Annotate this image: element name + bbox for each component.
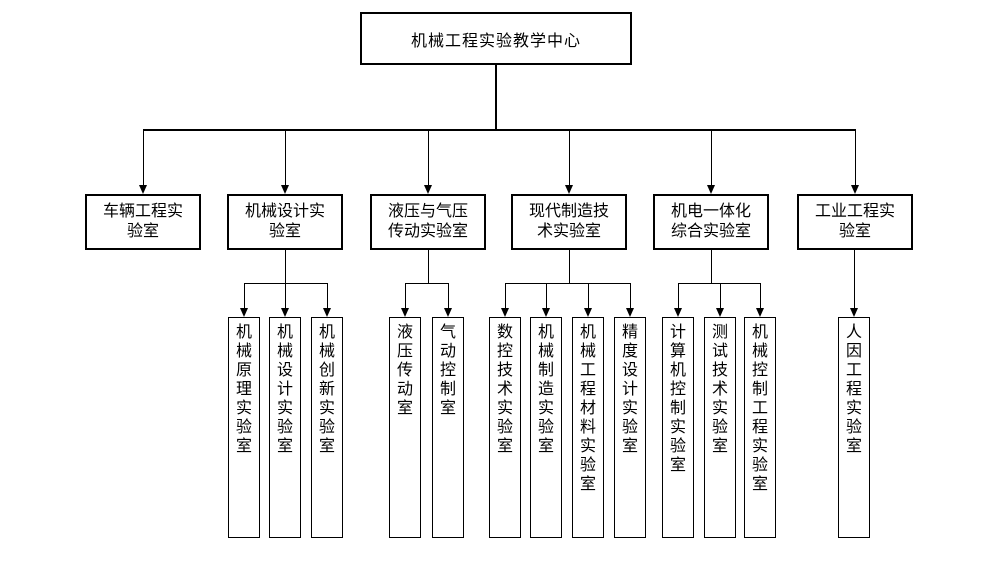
arrow-down-icon: [139, 185, 147, 194]
branch-line: [285, 131, 286, 185]
level3-node-computer-control-lab: 计算机控制实验室: [662, 317, 694, 538]
level3-node-human-factors-lab: 人因工程实验室: [838, 317, 870, 538]
level2-node-industrial-engineering-lab: 工业工程实验室: [797, 194, 913, 250]
arrow-down-icon: [501, 308, 509, 317]
arrow-down-icon: [584, 308, 592, 317]
branch-line: [285, 283, 286, 308]
group-stem-line: [569, 250, 570, 283]
level2-node-modern-manufacturing-lab: 现代制造技术实验室: [511, 194, 627, 250]
arrow-down-icon: [716, 308, 724, 317]
root-node: 机械工程实验教学中心: [360, 12, 632, 65]
branch-line: [569, 131, 570, 185]
level3-node-control-engineering-lab: 机械控制工程实验室: [744, 317, 776, 538]
level2-node-mechatronics-lab-label: 机电一体化综合实验室: [670, 203, 751, 240]
root-stem-line: [495, 65, 497, 130]
branch-line: [405, 283, 406, 308]
arrow-down-icon: [850, 308, 858, 317]
level2-node-mechatronics-lab: 机电一体化综合实验室: [653, 194, 769, 250]
branch-line: [588, 283, 589, 308]
branch-line: [505, 283, 506, 308]
branch-line: [143, 131, 144, 185]
level3-node-machinery-principle-lab: 机械原理实验室: [228, 317, 260, 538]
level2-node-hydraulic-pneumatic-lab-label: 液压与气压传动实验室: [387, 203, 468, 240]
branch-line: [760, 283, 761, 308]
arrow-down-icon: [674, 308, 682, 317]
arrow-down-icon: [756, 308, 764, 317]
arrow-down-icon: [281, 185, 289, 194]
level2-node-vehicle-engineering-lab-label: 车辆工程实验室: [102, 203, 183, 240]
arrow-down-icon: [707, 185, 715, 194]
arrow-down-icon: [401, 308, 409, 317]
arrow-down-icon: [565, 185, 573, 194]
branch-line: [720, 283, 721, 308]
arrow-down-icon: [542, 308, 550, 317]
branch-line: [630, 283, 631, 308]
arrow-down-icon: [444, 308, 452, 317]
branch-line: [855, 131, 856, 185]
arrow-down-icon: [626, 308, 634, 317]
branch-line: [327, 283, 328, 308]
level2-bus-line: [405, 283, 449, 284]
branch-line: [428, 131, 429, 185]
level2-node-hydraulic-pneumatic-lab: 液压与气压传动实验室: [370, 194, 486, 250]
level2-bus-line: [678, 283, 761, 284]
branch-line: [711, 131, 712, 185]
arrow-down-icon: [240, 308, 248, 317]
branch-line: [546, 283, 547, 308]
level3-node-hydraulic-transmission-room: 液压传动室: [389, 317, 421, 538]
level2-node-mechanical-design-lab-label: 机械设计实验室: [244, 203, 325, 240]
level2-bus-line: [244, 283, 328, 284]
arrow-down-icon: [281, 308, 289, 317]
level2-node-vehicle-engineering-lab: 车辆工程实验室: [85, 194, 201, 250]
level3-node-machinery-manufacturing-lab: 机械制造实验室: [530, 317, 562, 538]
group-stem-line: [285, 250, 286, 283]
level2-node-industrial-engineering-lab-label: 工业工程实验室: [814, 203, 895, 240]
level3-node-machinery-innovation-lab: 机械创新实验室: [311, 317, 343, 538]
level3-node-machinery-design-lab: 机械设计实验室: [269, 317, 301, 538]
level3-node-precision-design-lab: 精度设计实验室: [614, 317, 646, 538]
level3-node-engineering-materials-lab: 机械工程材料实验室: [572, 317, 604, 538]
arrow-down-icon: [323, 308, 331, 317]
level1-bus-line: [143, 129, 856, 131]
level3-node-testing-technology-lab: 测试技术实验室: [704, 317, 736, 538]
root-node-label: 机械工程实验教学中心: [410, 32, 581, 50]
group-stem-line: [428, 250, 429, 283]
branch-line: [678, 283, 679, 308]
level2-bus-line: [505, 283, 631, 284]
arrow-down-icon: [851, 185, 859, 194]
group-stem-line: [711, 250, 712, 283]
level3-node-nc-technology-lab: 数控技术实验室: [489, 317, 521, 538]
level3-node-pneumatic-control-room: 气动控制室: [432, 317, 464, 538]
arrow-down-icon: [424, 185, 432, 194]
branch-line: [448, 283, 449, 308]
level2-node-modern-manufacturing-lab-label: 现代制造技术实验室: [528, 203, 609, 240]
branch-line: [854, 250, 855, 308]
branch-line: [244, 283, 245, 308]
level2-node-mechanical-design-lab: 机械设计实验室: [227, 194, 343, 250]
